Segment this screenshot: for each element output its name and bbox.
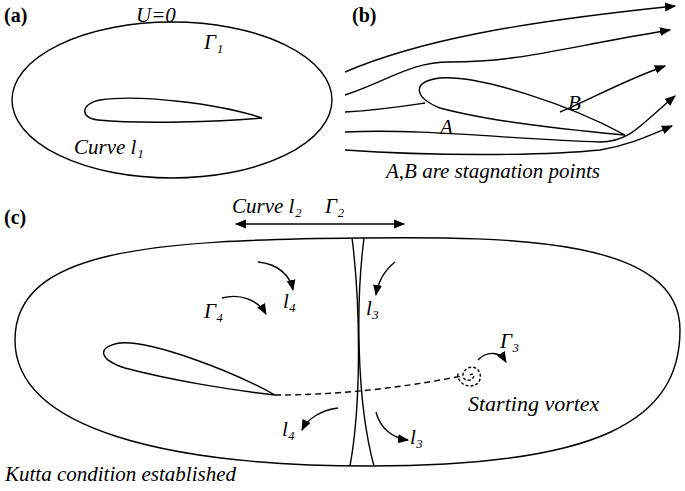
figure-label: Γ₂: [325, 195, 344, 218]
streamline: [345, 6, 675, 72]
figure-label: Kutta condition established: [5, 463, 236, 486]
figure-label: Γ₄: [204, 300, 223, 323]
direction-arrow: [376, 412, 408, 440]
figure-label: Starting vortex: [468, 392, 599, 416]
streamline: [345, 126, 672, 155]
panel-label: (b): [352, 4, 376, 26]
figure-label: l₃: [410, 426, 423, 449]
panel-label: (a): [4, 4, 27, 26]
figure-label: A,B are stagnation points: [386, 160, 600, 183]
figure-label: Curve l₁: [74, 136, 144, 159]
figure-label: Curve l₂: [232, 195, 302, 218]
figure-label: Γ₁: [204, 31, 223, 54]
streamline: [345, 96, 675, 142]
airfoil: [104, 343, 275, 395]
direction-arrow: [376, 262, 395, 295]
curve-outer: [15, 238, 680, 466]
streamline: [345, 30, 670, 95]
figure-label: B: [568, 92, 581, 115]
figure-label: Γ₃: [500, 330, 519, 353]
curve-l1: [12, 22, 332, 178]
figure-label: l₄: [282, 418, 295, 441]
starting-vortex: [458, 367, 481, 386]
figure-label: A: [440, 116, 453, 139]
circulation-arrow: [222, 296, 266, 314]
cut-line: [350, 238, 359, 466]
extent-arrow: [236, 223, 404, 224]
airfoil: [85, 98, 262, 122]
figure-label: l₄: [283, 290, 296, 313]
direction-arrow: [302, 408, 338, 430]
wake-line: [275, 376, 462, 395]
circulation-arrow: [478, 353, 506, 362]
direction-arrow: [258, 262, 293, 290]
streamline: [345, 103, 425, 112]
figure-label: U=0: [136, 4, 176, 27]
figure-label: l₃: [366, 297, 379, 320]
cut-line: [359, 238, 374, 466]
panel-label: (c): [4, 206, 26, 228]
